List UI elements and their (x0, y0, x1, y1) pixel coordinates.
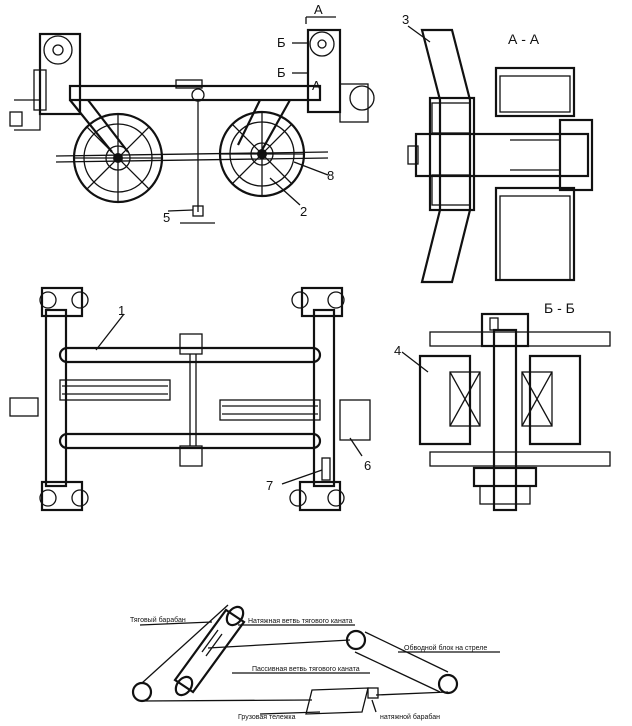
caption-traction-drum: Тяговый барабан (130, 616, 186, 624)
side-view (9, 16, 375, 224)
label-7: 7 (266, 478, 273, 493)
mark-b-bottom: Б (277, 65, 286, 80)
label-3: 3 (402, 12, 409, 27)
label-8: 8 (327, 168, 334, 183)
mark-a-top: А (314, 2, 323, 17)
section-a-a (407, 25, 594, 284)
label-2: 2 (300, 204, 307, 219)
traction-drum-shape (173, 605, 246, 697)
label-5: 5 (163, 210, 170, 225)
label-4: 4 (394, 343, 401, 358)
labels-layer: 5 2 8 1 7 6 3 4 А А Б Б А - А Б - Б Тяго… (118, 2, 575, 721)
mark-a-bottom: А (312, 78, 321, 93)
caption-passive-branch: Пассивная ветвь тягового каната (252, 666, 360, 673)
section-b-b (401, 312, 611, 512)
section-b-b-title: Б - Б (544, 300, 575, 316)
caption-tension-branch: Натяжная ветвь тягового каната (248, 618, 353, 625)
caption-deflection-block: Обводной блок на стреле (404, 644, 487, 652)
mark-b-top: Б (277, 35, 286, 50)
label-1: 1 (118, 303, 125, 318)
label-6: 6 (364, 458, 371, 473)
rope-scheme (131, 604, 500, 715)
plan-view (9, 286, 371, 512)
section-a-a-title: А - А (508, 31, 540, 47)
caption-tension-drum: натяжной барабан (380, 713, 440, 721)
caption-cargo-trolley: Грузовая тележка (238, 714, 296, 721)
